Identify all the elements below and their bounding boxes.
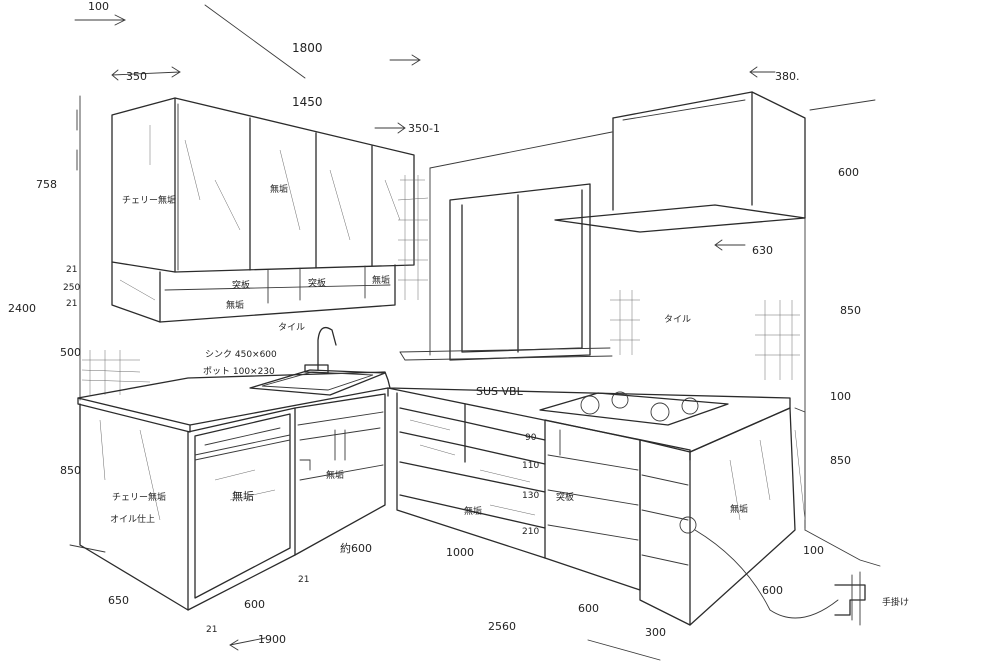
handle-detail: [834, 571, 866, 626]
label-shelf-b: 突板: [308, 277, 326, 289]
left-lower-cabinet: [79, 403, 296, 611]
label-shelf-a: 突板: [232, 279, 250, 291]
label-tile-left: タイル: [278, 322, 305, 333]
sink-cabinet: [294, 393, 386, 556]
dim-right-630: 630: [752, 244, 773, 257]
dim-drawer-110: 110: [522, 461, 539, 471]
label-sink: シンク 450×600: [205, 349, 277, 360]
dim-drawer-130: 130: [522, 491, 539, 501]
dim-left-21b: 21: [66, 299, 77, 309]
dim-bottom-1900: 1900: [258, 633, 286, 646]
label-open-shelf: 無垢: [326, 469, 344, 481]
material-labels: チェリー無垢 無垢 突板 突板 無垢 無垢 タイル シンク 450×600 ポッ…: [110, 183, 909, 608]
dim-bottom-600a: 600: [244, 598, 265, 611]
dim-left-650: 650: [108, 594, 129, 607]
dim-top-380: 380.: [775, 70, 800, 83]
label-shelf-c: 無垢: [226, 299, 244, 311]
label-upper-cabinet-material: チェリー無垢: [122, 194, 176, 206]
dim-left-21a: 21: [66, 265, 77, 275]
label-right-panel: 無垢: [730, 503, 748, 515]
dimension-texts: 100 1800 350 1450 350-1 380. 758 21 250 …: [8, 0, 861, 646]
dim-left-250: 250: [63, 283, 80, 293]
dim-top-350-1: 350-1: [408, 122, 440, 135]
dim-bottom-21a: 21: [298, 575, 309, 585]
label-pot: ポット 100×230: [203, 366, 275, 377]
dim-right-850b: 850: [830, 454, 851, 467]
label-left-panel-1: チェリー無垢: [112, 491, 166, 503]
label-drawer-front: 無垢: [464, 505, 482, 517]
range-hood: [554, 91, 806, 233]
right-cabinet: [639, 407, 839, 626]
dim-drawer-90: 90: [525, 433, 537, 443]
dim-top-1450: 1450: [292, 95, 323, 109]
window: [399, 131, 613, 361]
label-dishwasher-front: 無垢: [232, 489, 254, 503]
upper-cabinets: [111, 97, 415, 323]
dim-bottom-21b: 21: [206, 625, 217, 635]
dim-bottom-2560: 2560: [488, 620, 516, 633]
sink: [249, 326, 386, 396]
dim-left-758: 758: [36, 178, 57, 191]
label-left-panel-2: オイル仕上: [110, 513, 155, 525]
label-counter: SUS VBL: [476, 385, 524, 398]
countertop: [77, 371, 791, 461]
dim-bottom-1000: 1000: [446, 546, 474, 559]
dim-bottom-600b: 600: [578, 602, 599, 615]
cooktop: [539, 391, 729, 426]
dim-left-850: 850: [60, 464, 81, 477]
label-shelf-mini: 無垢: [372, 274, 390, 286]
dim-top-350: 350: [126, 70, 147, 83]
label-tile-right: タイル: [664, 314, 691, 325]
dim-top-100: 100: [88, 0, 109, 13]
dim-left-2400: 2400: [8, 302, 36, 315]
dim-right-100a: 100: [830, 390, 851, 403]
dim-right-600b: 600: [762, 584, 783, 597]
dim-left-500: 500: [60, 346, 81, 359]
dim-drawer-210: 210: [522, 527, 539, 537]
drawer-cabinet: [396, 392, 546, 559]
dim-top-1800: 1800: [292, 41, 323, 55]
oven-cabinet: [544, 419, 641, 591]
label-handle: 手掛け: [882, 596, 909, 608]
dim-right-100b: 100: [803, 544, 824, 557]
dimension-lines: [74, 14, 776, 651]
room-outline: [69, 4, 881, 661]
tile-areas: [81, 175, 800, 395]
dim-right-850: 850: [840, 304, 861, 317]
label-oven-shelf: 突板: [556, 491, 574, 503]
label-upper-cabinet-door: 無垢: [270, 183, 288, 195]
dim-bottom-300: 300: [645, 626, 666, 639]
dim-bottom-600mid: 約600: [340, 541, 372, 555]
dim-right-600: 600: [838, 166, 859, 179]
